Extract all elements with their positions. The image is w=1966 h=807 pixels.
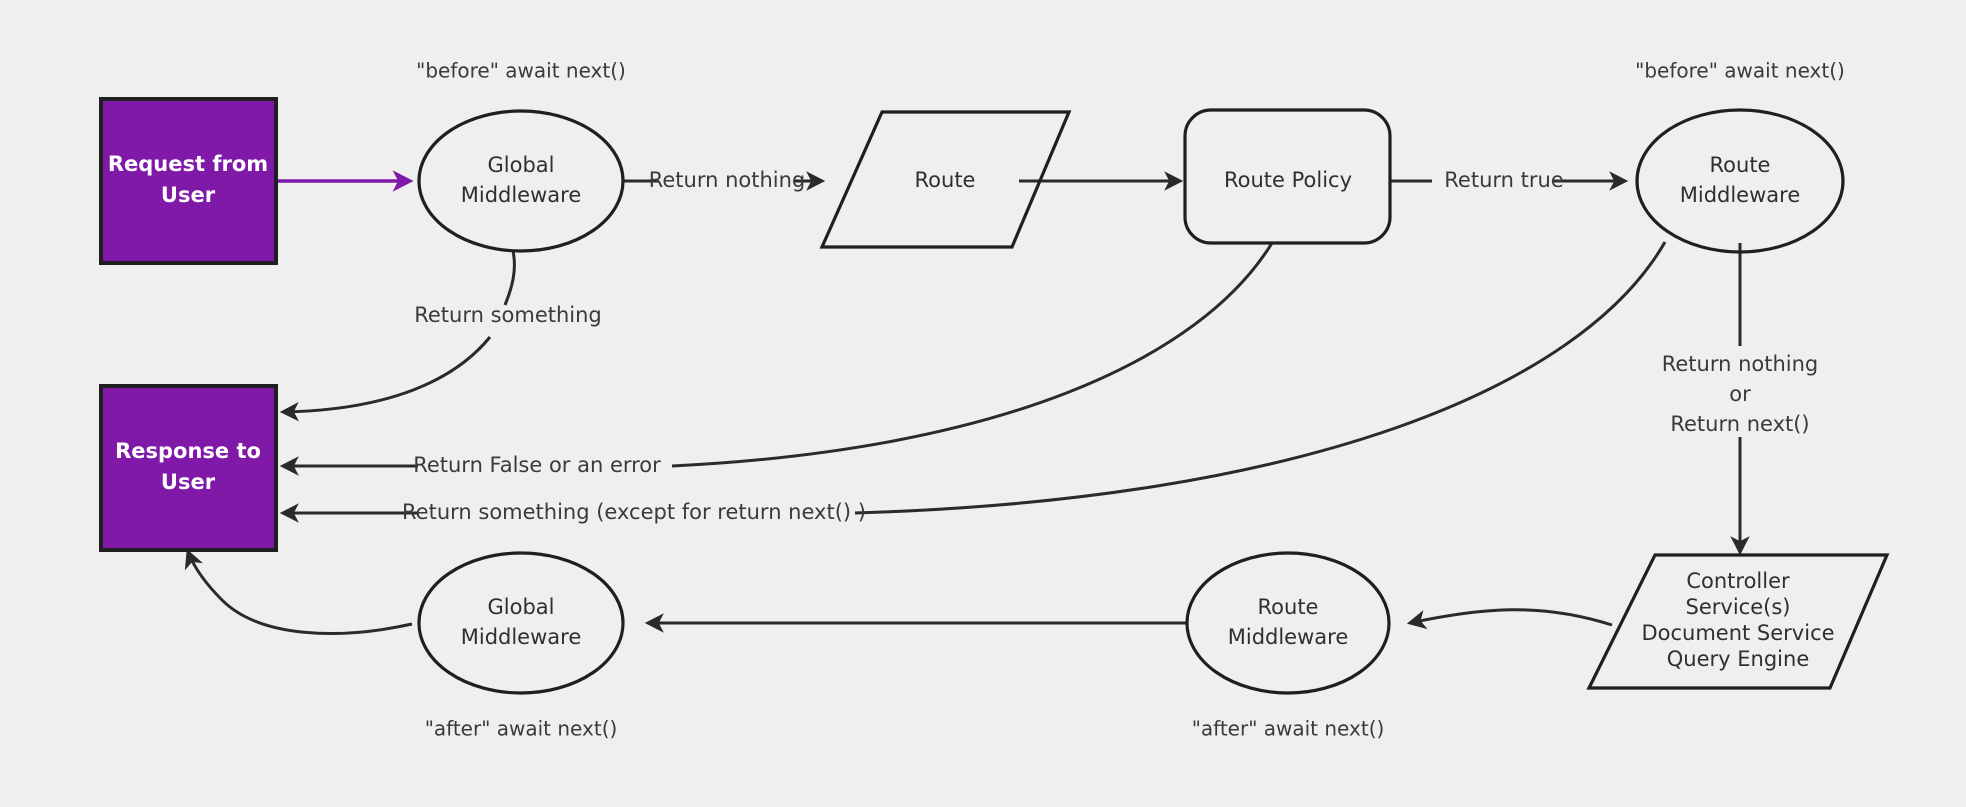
label-return-false-or-error: Return False or an error <box>413 453 661 477</box>
response-box-shape <box>99 384 278 552</box>
route-policy-shape <box>1183 108 1392 245</box>
label-after-await-global: "after" await next() <box>425 717 618 741</box>
label-return-true: Return true <box>1444 168 1563 192</box>
route-middleware-top-shape <box>1635 108 1845 254</box>
edge-route-policy-error-curve <box>671 242 1274 468</box>
global-middleware-top-label-line2: Middleware <box>461 183 582 207</box>
request-box-shape <box>99 97 278 265</box>
label-route-mw-out-line3: Return next() <box>1670 412 1809 436</box>
route-middleware-bottom-label-line1: Route <box>1258 595 1319 619</box>
edge-global-mw-bottom-to-response <box>184 548 413 635</box>
edge-global-mw-return-something-stub <box>503 250 516 306</box>
global-middleware-bottom-label-line2: Middleware <box>461 625 582 649</box>
response-box-label-line2: User <box>161 470 216 494</box>
route-shape <box>819 110 1072 249</box>
node-global-middleware-bottom[interactable]: Global Middleware <box>417 551 625 695</box>
global-middleware-bottom-shape <box>417 551 625 695</box>
response-box-label-line1: Response to <box>115 439 261 463</box>
controller-label-line1: Controller <box>1686 569 1790 593</box>
node-controller[interactable]: Controller Service(s) Document Service Q… <box>1586 553 1890 690</box>
label-route-mw-out-line1: Return nothing <box>1662 352 1819 376</box>
global-middleware-top-label-line1: Global <box>488 153 555 177</box>
label-before-await-route: "before" await next() <box>1635 59 1845 83</box>
global-middleware-top-shape <box>417 109 625 253</box>
node-route-policy[interactable]: Route Policy <box>1183 108 1392 245</box>
route-label: Route <box>915 168 976 192</box>
node-route-middleware-bottom[interactable]: Route Middleware <box>1185 551 1391 695</box>
label-route-mw-out-line2: or <box>1729 382 1751 406</box>
node-response-to-user[interactable]: Response to User <box>99 384 278 552</box>
route-middleware-bottom-label-line2: Middleware <box>1228 625 1349 649</box>
node-global-middleware-top[interactable]: Global Middleware <box>417 109 625 253</box>
route-middleware-bottom-shape <box>1185 551 1391 695</box>
controller-shape <box>1586 553 1890 690</box>
label-return-nothing: Return nothing <box>649 168 806 192</box>
route-policy-label: Route Policy <box>1224 168 1352 192</box>
controller-label-line4: Query Engine <box>1667 647 1809 671</box>
global-middleware-bottom-label-line1: Global <box>488 595 555 619</box>
controller-label-line2: Service(s) <box>1686 595 1791 619</box>
label-return-something: Return something <box>414 303 602 327</box>
node-request-from-user[interactable]: Request from User <box>99 97 278 265</box>
request-box-label-line2: User <box>161 183 216 207</box>
controller-label-line3: Document Service <box>1641 621 1834 645</box>
label-after-await-route: "after" await next() <box>1192 717 1385 741</box>
label-return-something-except: Return something (except for return next… <box>402 500 866 524</box>
route-middleware-top-label-line1: Route <box>1710 153 1771 177</box>
node-route[interactable]: Route <box>819 110 1072 249</box>
route-middleware-top-label-line2: Middleware <box>1680 183 1801 207</box>
edge-route-mw-something-curve <box>854 241 1667 515</box>
node-route-middleware-top[interactable]: Route Middleware <box>1635 108 1845 254</box>
edge-controller-to-route-mw-bottom <box>1406 608 1613 630</box>
request-box-label-line1: Request from <box>108 152 268 176</box>
edge-return-something-to-response <box>279 336 492 422</box>
label-before-await-global: "before" await next() <box>416 59 626 83</box>
